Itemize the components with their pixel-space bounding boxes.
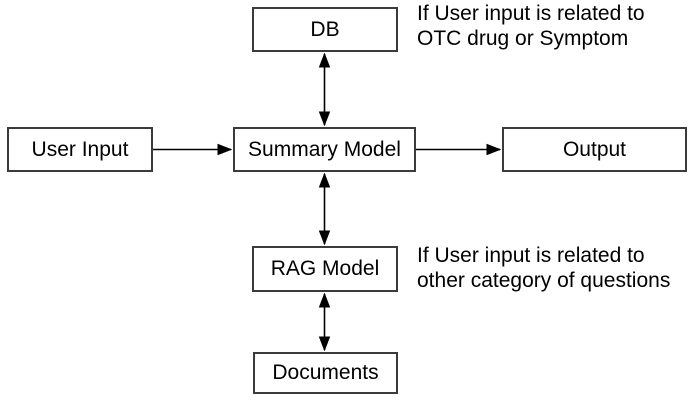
node-rag-model-label: RAG Model [270, 257, 380, 280]
node-summary-model-label: Summary Model [248, 137, 401, 161]
annotation-rag-condition: If User input is related to other catego… [417, 243, 670, 293]
node-summary-model: Summary Model [233, 127, 416, 172]
node-db: DB [252, 7, 398, 52]
node-user-input: User Input [7, 127, 153, 172]
node-db-label: DB [310, 17, 340, 41]
annotation-db-condition-line1: If User input is related to [417, 2, 645, 25]
annotation-db-condition-line2: OTC drug or Symptom [417, 27, 629, 50]
node-user-input-label: User Input [31, 137, 129, 161]
annotation-rag-condition-line1: If User input is related to [417, 244, 645, 267]
node-documents: Documents [253, 352, 398, 394]
node-rag-model: RAG Model [252, 246, 398, 292]
node-output-label: Output [562, 137, 627, 161]
node-documents-label: Documents [272, 361, 379, 384]
annotation-db-condition: If User input is related to OTC drug or … [417, 1, 645, 51]
annotation-rag-condition-line2: other category of questions [417, 269, 671, 292]
node-output: Output [502, 127, 687, 172]
